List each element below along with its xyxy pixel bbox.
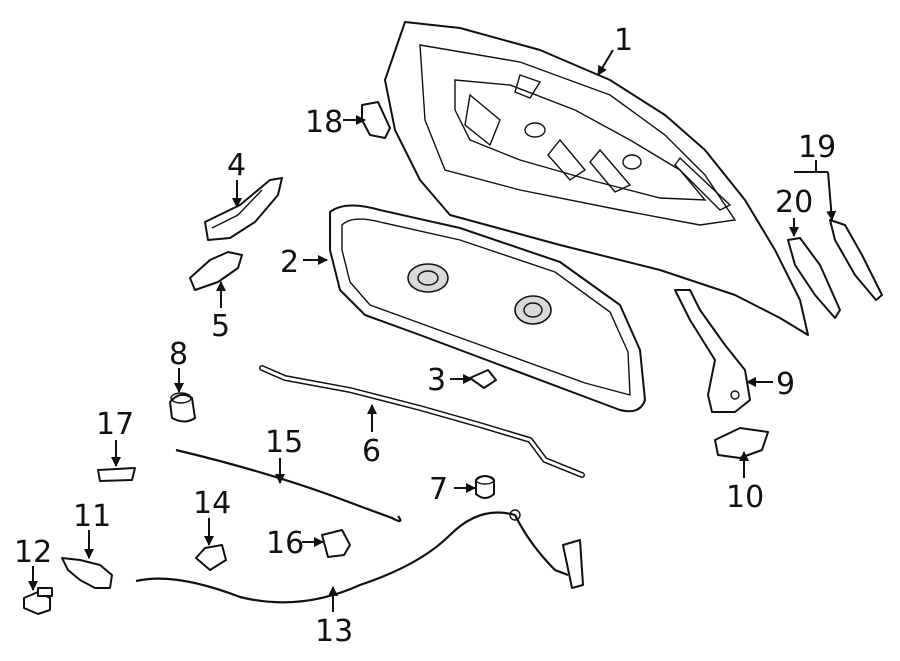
callout-14: 14	[193, 486, 231, 521]
release-cable	[135, 509, 584, 604]
side-seal	[829, 219, 883, 301]
callout-2: 2	[280, 245, 299, 280]
lower-bracket	[189, 251, 243, 291]
hood-panel	[384, 21, 809, 336]
callout-5: 5	[211, 309, 230, 344]
hood-latch	[61, 557, 113, 589]
cable-clip	[195, 544, 227, 571]
callout-labels: 1 2 3 4 5 6 7 8 9 10 11 12 13 14 15 16 1…	[14, 23, 836, 649]
callout-19: 19	[798, 130, 836, 165]
hood-bumper	[475, 475, 495, 499]
push-pin-retainer	[469, 369, 497, 389]
callout-18: 18	[305, 105, 343, 140]
callout-20: 20	[775, 185, 813, 220]
side-seal-inner	[787, 237, 841, 319]
upper-bracket	[204, 177, 283, 241]
callout-13: 13	[315, 614, 353, 649]
callout-11: 11	[73, 499, 111, 534]
hood-hinge	[674, 289, 751, 413]
callout-1: 1	[614, 23, 633, 58]
callout-3: 3	[427, 363, 446, 398]
callout-10: 10	[726, 480, 764, 515]
callout-4: 4	[227, 148, 246, 183]
callout-6: 6	[362, 434, 381, 469]
prop-rod	[175, 448, 402, 523]
leader-lines	[28, 49, 837, 612]
adjustable-stop	[169, 392, 196, 423]
callout-16: 16	[266, 526, 304, 561]
clip-nut	[97, 467, 136, 482]
callout-9: 9	[776, 367, 795, 402]
callout-17: 17	[96, 407, 134, 442]
hood-seal-strip	[259, 365, 585, 478]
callout-15: 15	[265, 425, 303, 460]
callout-8: 8	[169, 337, 188, 372]
hinge-bracket	[714, 427, 769, 459]
callout-12: 12	[14, 535, 52, 570]
callout-7: 7	[429, 472, 448, 507]
hood-insulator	[329, 204, 646, 413]
prop-rod-grommet	[321, 529, 351, 558]
latch-bolt	[23, 587, 53, 615]
insulator-pad	[361, 101, 391, 139]
